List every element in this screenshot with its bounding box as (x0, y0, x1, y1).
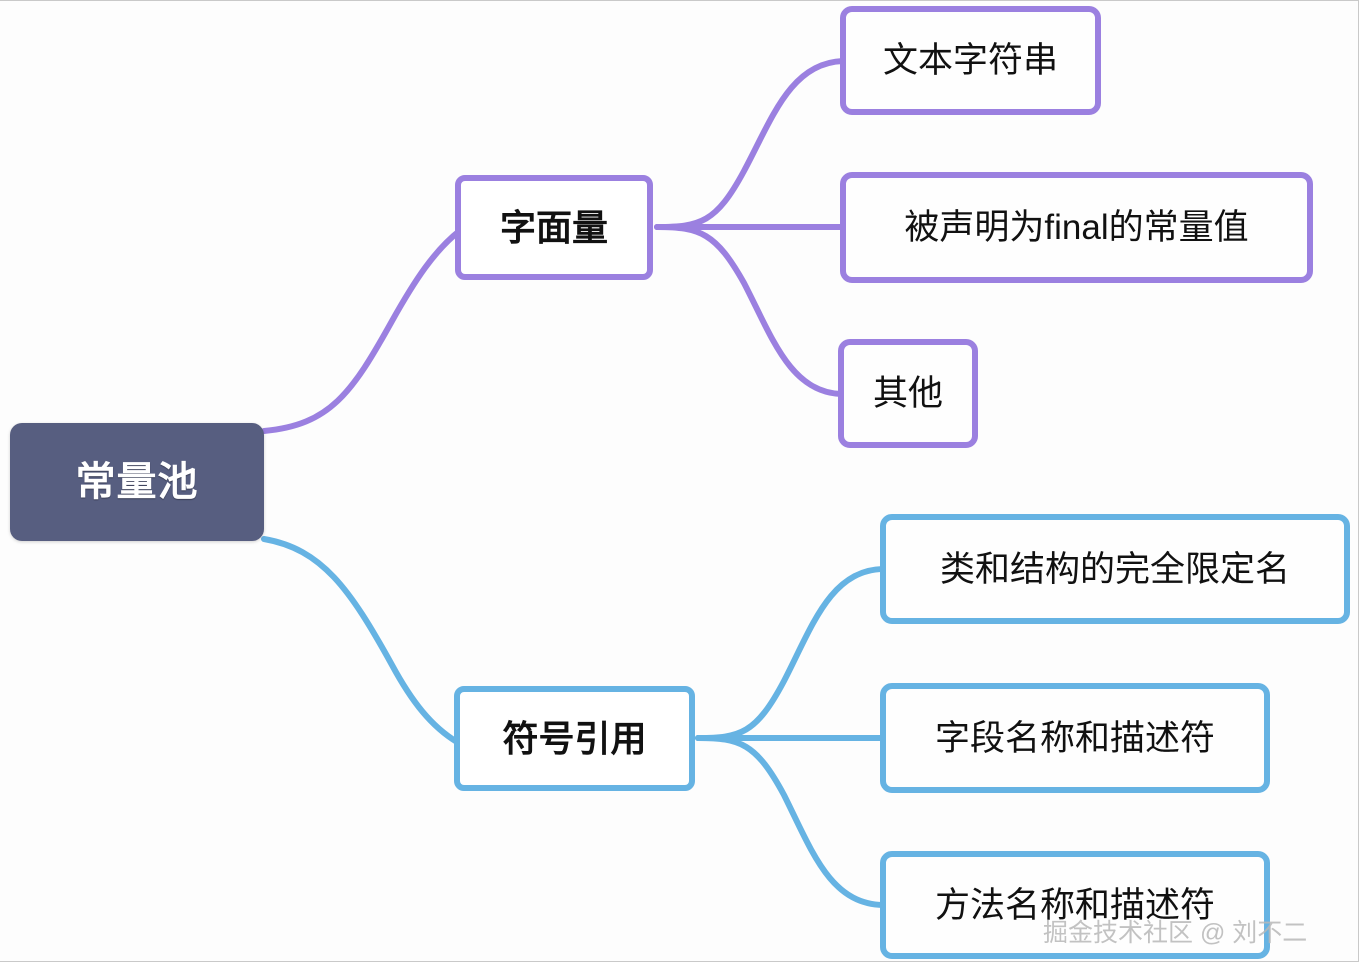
mindmap-branch-node-symbol-reference[interactable]: 符号引用 (454, 686, 695, 791)
mindmap-branch-node-literal[interactable]: 字面量 (455, 175, 653, 280)
branch-node-label: 符号引用 (502, 717, 647, 759)
mindmap-leaf-node-final-constant[interactable]: 被声明为final的常量值 (840, 172, 1313, 283)
leaf-node-label: 类和结构的完全限定名 (939, 549, 1290, 589)
mindmap-leaf-node-field-name-descriptor[interactable]: 字段名称和描述符 (880, 683, 1270, 793)
mindmap-leaf-node-fully-qualified-name[interactable]: 类和结构的完全限定名 (880, 514, 1350, 624)
connector-literal-to-text-string (654, 58, 846, 230)
branch-node-label: 字面量 (499, 206, 608, 248)
mindmap-leaf-node-text-string[interactable]: 文本字符串 (840, 6, 1101, 115)
leaf-node-label: 文本字符串 (882, 41, 1058, 80)
leaf-node-label: 其他 (872, 374, 943, 413)
root-node-label: 常量池 (75, 460, 199, 504)
connector-symbol-to-fully-qualified-name (695, 566, 886, 741)
connector-symbol-to-method-name (695, 735, 886, 908)
leaf-node-label: 被声明为final的常量值 (904, 208, 1249, 247)
mindmap-leaf-node-method-name-descriptor[interactable]: 方法名称和描述符 (880, 851, 1270, 959)
leaf-node-label: 方法名称和描述符 (934, 885, 1215, 925)
connector-literal-to-other (654, 224, 844, 397)
leaf-node-label: 字段名称和描述符 (934, 718, 1215, 758)
mindmap-root-node[interactable]: 常量池 (10, 423, 264, 541)
mindmap-leaf-node-other[interactable]: 其他 (838, 339, 978, 448)
